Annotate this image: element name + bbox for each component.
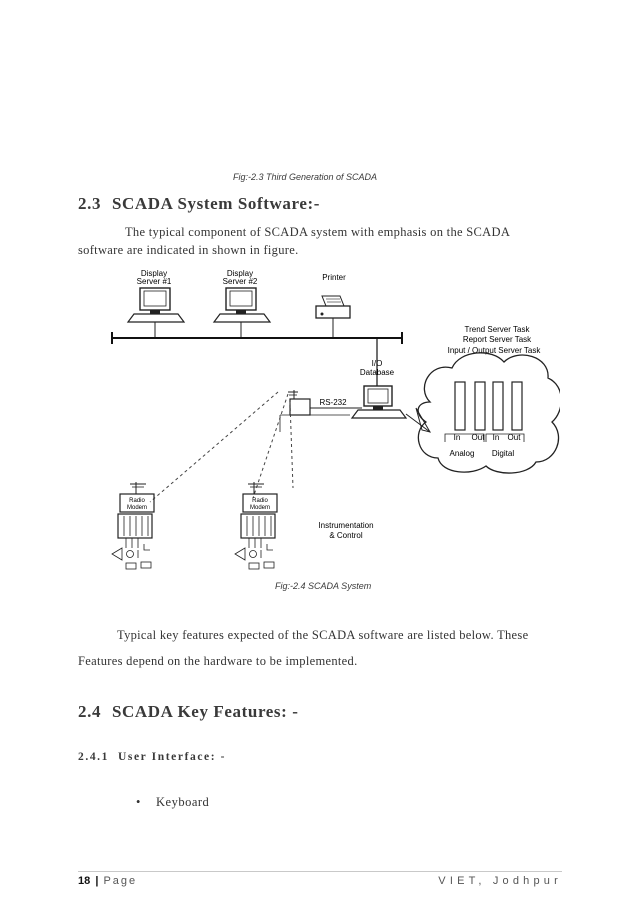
svg-text:Server #2: Server #2: [223, 277, 258, 286]
svg-text:Display: Display: [141, 269, 167, 278]
svg-text:Radio: Radio: [252, 498, 268, 504]
footer-divider: [78, 871, 562, 872]
svg-text:Modem: Modem: [127, 505, 147, 511]
svg-text:Database: Database: [360, 368, 395, 377]
svg-text:Printer: Printer: [322, 273, 346, 282]
paragraph-line: The typical component of SCADA system wi…: [125, 225, 511, 239]
svg-text:Display: Display: [227, 269, 253, 278]
printer: Printer: [315, 273, 351, 338]
display-server-2: Display Server #2: [212, 269, 272, 338]
scada-system-diagram: Display Server #1 Display Server #2 Prin…: [111, 269, 560, 570]
section-title: SCADA Key Features: -: [112, 702, 299, 721]
footer-page-number: 18 | Page: [78, 875, 137, 887]
section-number: 2.4: [78, 702, 102, 721]
remote-station-2: Radio Modem: [234, 482, 278, 570]
svg-text:Analog: Analog: [450, 449, 475, 458]
io-database-computer: I/O Database: [350, 359, 408, 419]
control-label: & Control: [329, 531, 363, 540]
section-heading-2-3: 2.3 SCADA System Software:-: [78, 194, 320, 214]
master-radio-modem: [279, 390, 350, 432]
svg-text:I/O: I/O: [372, 359, 383, 368]
svg-text:Modem: Modem: [250, 505, 270, 511]
page-word: Page: [103, 875, 138, 887]
page-number: 18: [78, 875, 91, 887]
rs232-label: RS-232: [319, 398, 347, 407]
paragraph-line: Features depend on the hardware to be im…: [78, 654, 358, 668]
io-server-task-label: Input / Output Server Task: [448, 346, 542, 355]
subsection-number: 2.4.1: [78, 751, 109, 763]
bullet-text: Keyboard: [156, 795, 210, 809]
figure-caption-2-4: Fig:-2.4 SCADA System: [275, 581, 372, 591]
subsection-heading-2-4-1: 2.4.1 User Interface: -: [78, 751, 226, 763]
svg-text:Radio: Radio: [129, 498, 145, 504]
paragraph-line: Typical key features expected of the SCA…: [117, 628, 529, 642]
section-title: SCADA System Software:-: [112, 194, 321, 213]
svg-text:Out: Out: [508, 433, 522, 442]
trend-server-task-label: Trend Server Task: [465, 325, 531, 334]
remote-station-1: Radio Modem: [111, 482, 155, 570]
bullet-item: • Keyboard: [136, 795, 209, 810]
svg-text:In: In: [493, 433, 500, 442]
report-server-task-label: Report Server Task: [463, 335, 532, 344]
display-server-1: Display Server #1: [126, 269, 186, 338]
section-number: 2.3: [78, 194, 102, 213]
bullet-dot-icon: •: [136, 795, 141, 809]
svg-text:Server #1: Server #1: [137, 277, 172, 286]
svg-text:Digital: Digital: [492, 449, 514, 458]
footer-institution: VIET, Jodhpur: [438, 875, 562, 887]
subsection-title: User Interface: -: [118, 751, 227, 763]
page-separator: |: [95, 875, 99, 887]
paragraph-line: software are indicated in shown in figur…: [78, 243, 299, 257]
svg-text:Out: Out: [472, 433, 486, 442]
svg-text:In: In: [454, 433, 461, 442]
figure-caption-2-3: Fig:-2.3 Third Generation of SCADA: [233, 172, 378, 182]
section-heading-2-4: 2.4 SCADA Key Features: -: [78, 702, 299, 722]
instrumentation-label: Instrumentation: [318, 521, 373, 530]
io-server-cloud: In Out In Out Analog Digital: [405, 352, 560, 474]
